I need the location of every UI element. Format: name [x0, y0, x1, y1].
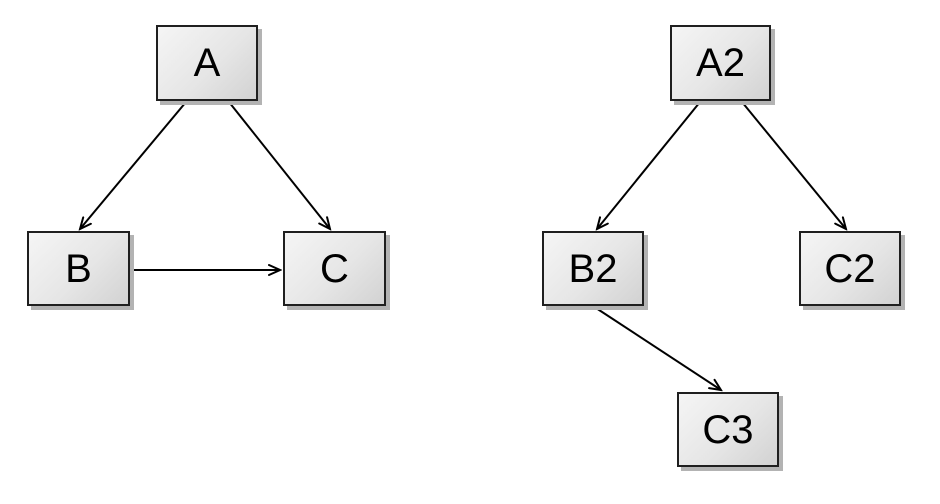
- edge-A-B: [80, 101, 187, 229]
- node-C2: C2: [799, 231, 901, 306]
- node-A: A: [156, 25, 258, 101]
- node-label: C2: [824, 246, 876, 291]
- node-B: B: [27, 231, 130, 306]
- node-label: C3: [702, 407, 754, 452]
- node-C: C: [283, 231, 386, 306]
- edge-A2-B2: [597, 101, 701, 229]
- node-label: A2: [696, 41, 745, 85]
- edge-A-C: [228, 101, 330, 229]
- node-label: C: [320, 246, 349, 291]
- node-label: B: [65, 246, 92, 291]
- node-C3: C3: [677, 392, 779, 467]
- edge-B2-C3: [595, 307, 721, 390]
- edges-group: [80, 101, 846, 390]
- node-label: B2: [568, 246, 618, 291]
- node-label: A: [193, 41, 221, 85]
- node-A2: A2: [670, 25, 771, 101]
- edge-A2-C2: [741, 101, 846, 229]
- node-B2: B2: [542, 231, 644, 306]
